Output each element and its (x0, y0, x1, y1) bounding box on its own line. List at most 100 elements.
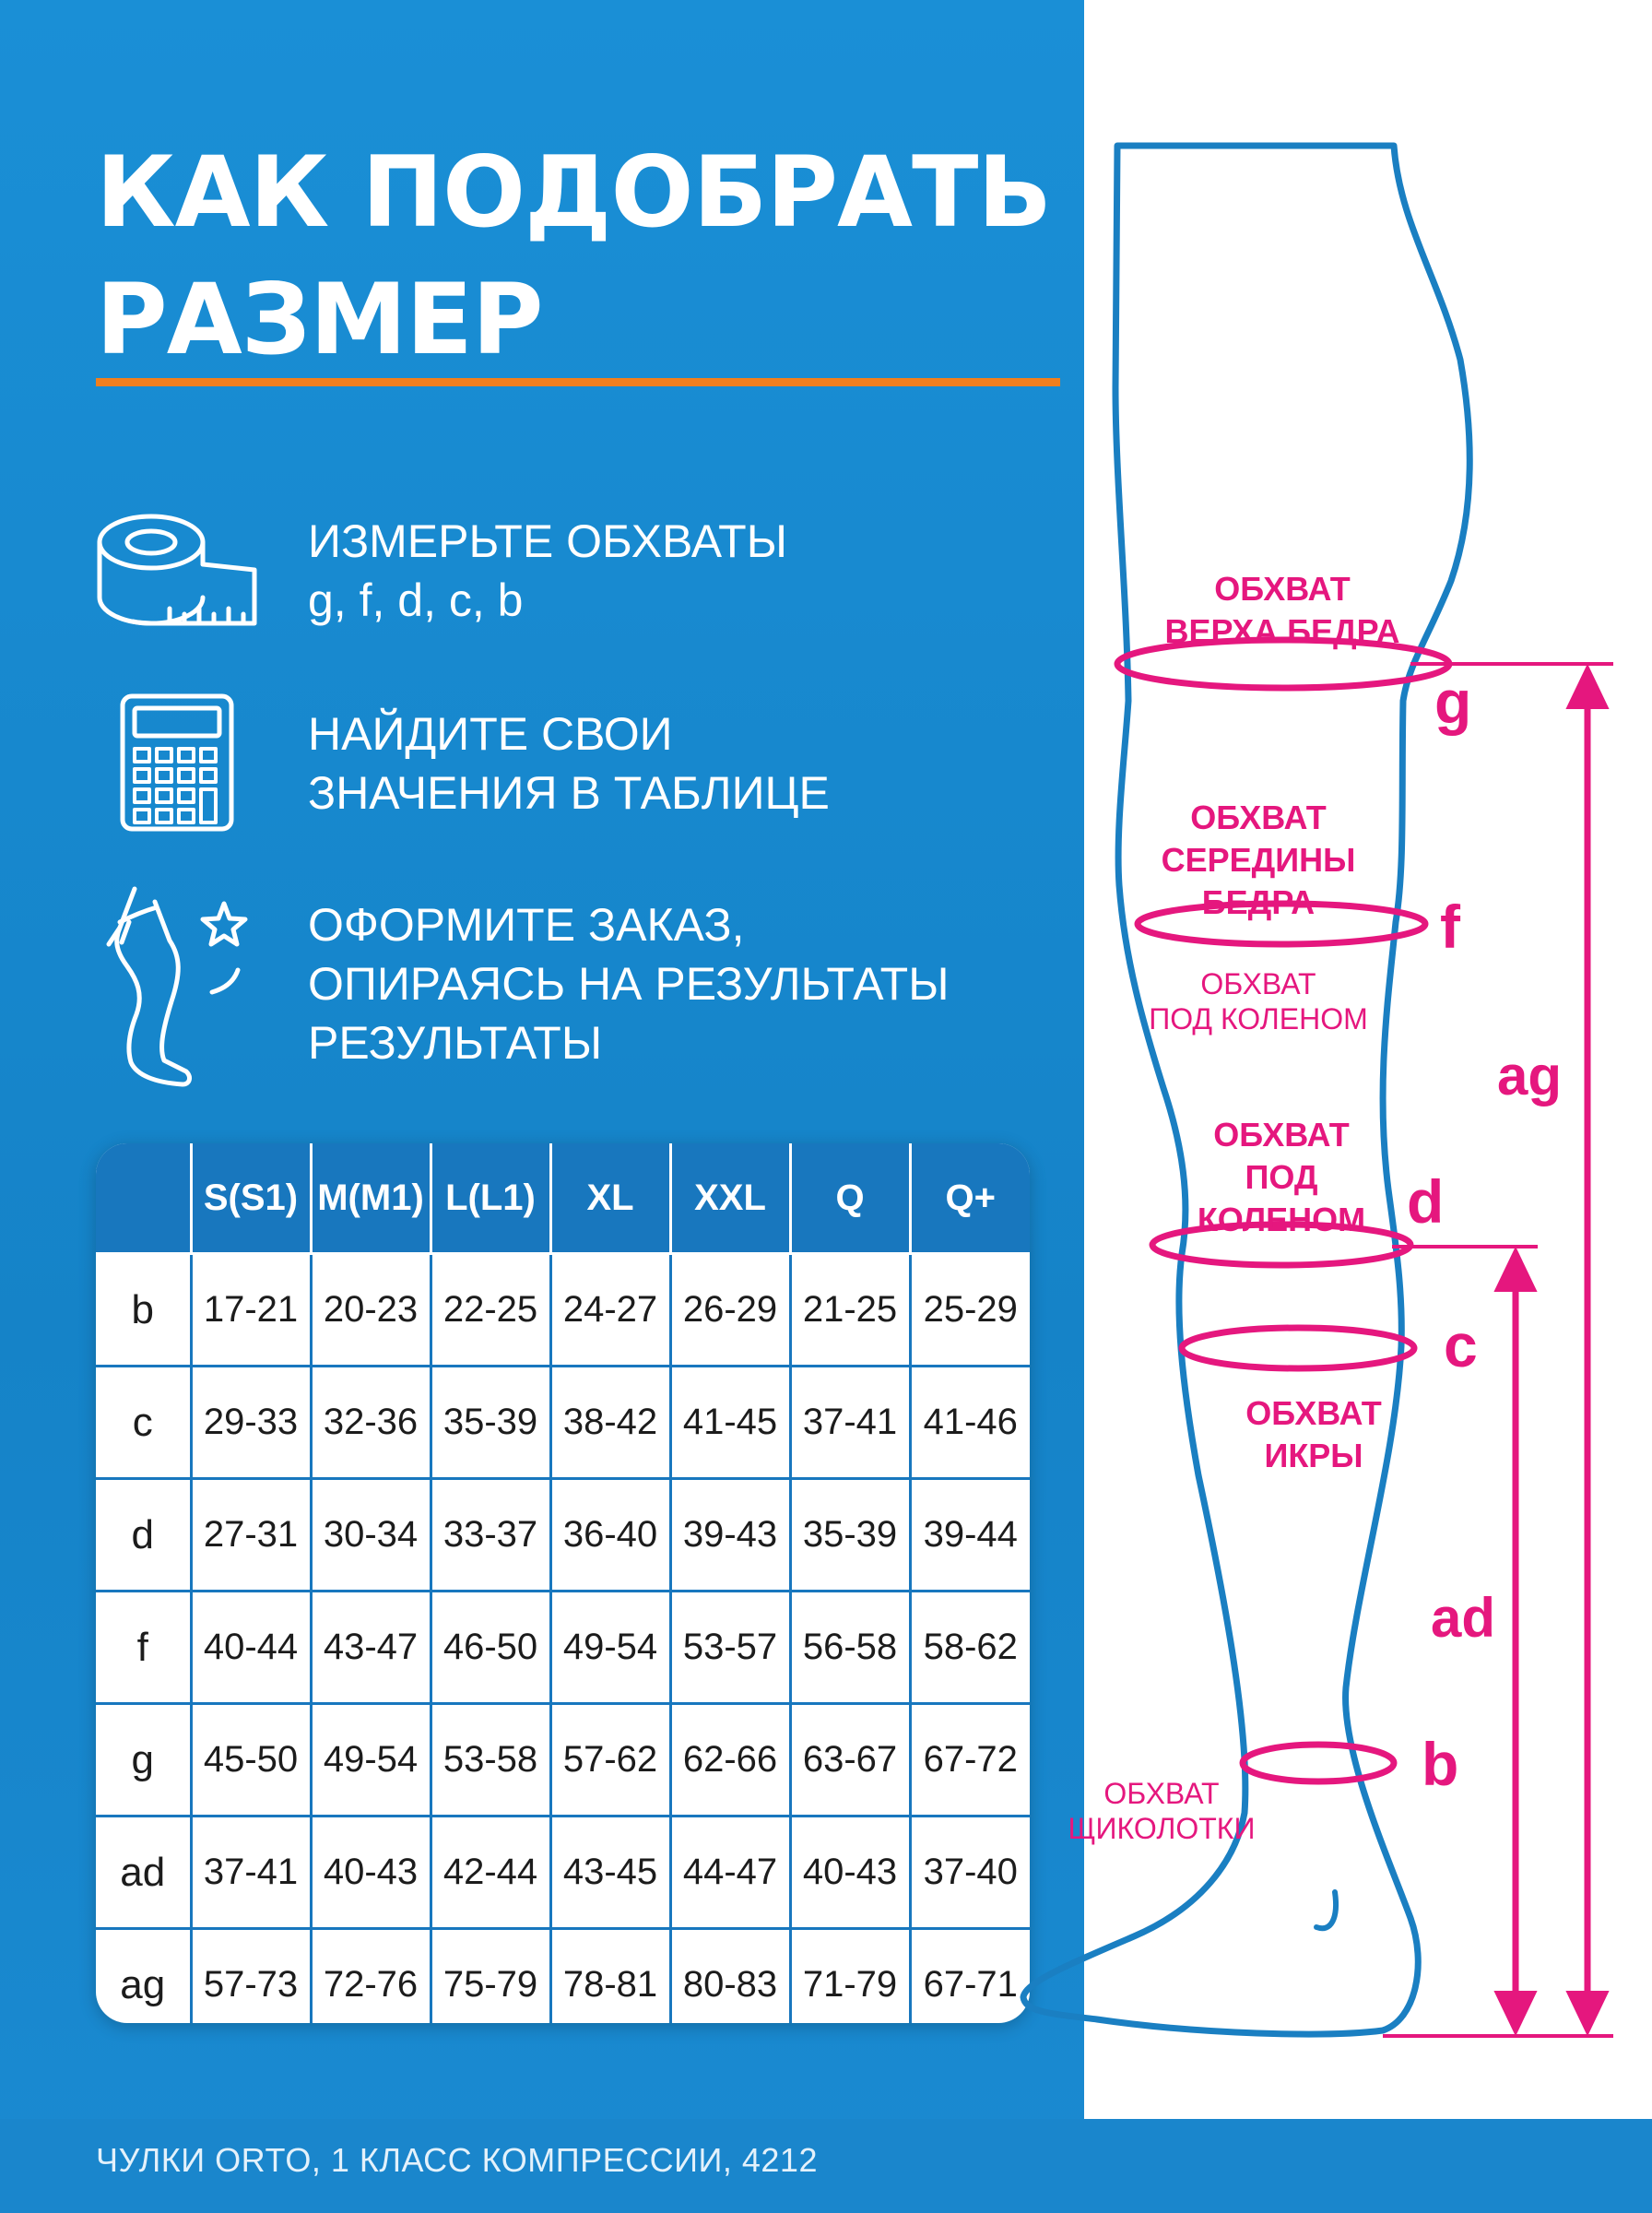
table-cell: 75-79 (431, 1928, 552, 2023)
title-line-2: РАЗМЕР (96, 263, 544, 376)
label-under-knee-small: ОБХВАТ ПОД КОЛЕНОМ (1143, 966, 1374, 1036)
row-label: ad (96, 1816, 193, 1930)
label-line: КОЛЕНОМ (1197, 1201, 1366, 1238)
table-cell: 67-72 (910, 1703, 1030, 1817)
label-line: СЕРЕДИНЫ (1161, 841, 1356, 879)
table-cell: 41-45 (670, 1366, 792, 1480)
row-label: d (96, 1478, 193, 1592)
row-label: ag (96, 1928, 193, 2023)
table-cell: 78-81 (550, 1928, 672, 2023)
table-cell: 29-33 (191, 1366, 313, 1480)
leg-outline (1020, 142, 1473, 2038)
diagram-panel-notch (1084, 1254, 1093, 1282)
table-header-row: S(S1) M(M1) L(L1) XL XXL Q Q+ (96, 1143, 1030, 1255)
girth-ring-c (1178, 1324, 1418, 1372)
table-cell: 35-39 (790, 1478, 912, 1592)
table-cell: 42-44 (431, 1816, 552, 1930)
label-line: ОБХВАТ (1245, 1394, 1382, 1432)
letter-ad: ad (1431, 1587, 1496, 1649)
table-cell: 33-37 (431, 1478, 552, 1592)
table-cell: 27-31 (191, 1478, 313, 1592)
table-cell: 21-25 (790, 1253, 912, 1367)
step-3-line-3: РЕЗУЛЬТАТЫ (308, 1017, 603, 1069)
footer-bar (0, 2119, 1652, 2213)
table-cell: 30-34 (311, 1478, 432, 1592)
table-cell: 26-29 (670, 1253, 792, 1367)
table-cell: 39-43 (670, 1478, 792, 1592)
table-row: g 45-50 49-54 53-58 57-62 62-66 63-67 67… (96, 1703, 1030, 1817)
table-cell: 40-44 (191, 1591, 313, 1705)
step-1-text: ИЗМЕРЬТЕ ОБХВАТЫ g, f, d, c, b (308, 512, 787, 630)
label-line: ОБХВАТ (1200, 967, 1316, 1000)
table-cell: 72-76 (311, 1928, 432, 2023)
table-cell: 49-54 (311, 1703, 432, 1817)
arrow-ag-head-bottom (1565, 1991, 1610, 2037)
header-size: XXL (670, 1143, 792, 1255)
header-size: XL (550, 1143, 672, 1255)
table-cell: 40-43 (790, 1816, 912, 1930)
step-1-line-2: g, f, d, c, b (308, 574, 524, 626)
table-cell: 41-46 (910, 1366, 1030, 1480)
title-underline (96, 378, 1060, 386)
header-size: S(S1) (191, 1143, 313, 1255)
table-cell: 57-73 (191, 1928, 313, 2023)
table-cell: 22-25 (431, 1253, 552, 1367)
row-label: c (96, 1366, 193, 1480)
table-cell: 39-44 (910, 1478, 1030, 1592)
girth-ring-f (1134, 900, 1429, 948)
step-3-line-2: ОПИРАЯСЬ НА РЕЗУЛЬТАТЫ (308, 958, 950, 1010)
arrow-ad-head-top (1493, 1246, 1538, 1292)
letter-b: b (1422, 1730, 1459, 1798)
diagram-panel (1084, 0, 1652, 2119)
label-calf-girth: ОБХВАТ ИКРЫ (1226, 1392, 1401, 1477)
girth-ring-b (1239, 1741, 1398, 1785)
header-size: Q+ (910, 1143, 1030, 1255)
label-line: ПОД КОЛЕНОМ (1149, 1002, 1368, 1035)
label-line: ОБХВАТ (1103, 1777, 1220, 1810)
step-2-text: НАЙДИТЕ СВОИ ЗНАЧЕНИЯ В ТАБЛИЦЕ (308, 704, 830, 822)
table-row: ag 57-73 72-76 75-79 78-81 80-83 71-79 6… (96, 1928, 1030, 2023)
label-line: БЕДРА (1201, 883, 1316, 921)
step-3-line-1: ОФОРМИТЕ ЗАКАЗ, (308, 899, 745, 951)
table-row: b 17-21 20-23 22-25 24-27 26-29 21-25 25… (96, 1253, 1030, 1367)
calculator-icon (120, 693, 234, 836)
table-row: d 27-31 30-34 33-37 36-40 39-43 35-39 39… (96, 1478, 1030, 1592)
label-line: ПОД (1245, 1158, 1318, 1196)
label-line: ОБХВАТ (1213, 1116, 1350, 1154)
table-row: c 29-33 32-36 35-39 38-42 41-45 37-41 41… (96, 1366, 1030, 1480)
table-cell: 53-58 (431, 1703, 552, 1817)
row-label: g (96, 1703, 193, 1817)
table-cell: 62-66 (670, 1703, 792, 1817)
table-row: ad 37-41 40-43 42-44 43-45 44-47 40-43 3… (96, 1816, 1030, 1930)
letter-g: g (1434, 668, 1472, 736)
footer-text: ЧУЛКИ ORTO, 1 КЛАСС КОМПРЕССИИ, 4212 (96, 2141, 818, 2179)
step-3-text: ОФОРМИТЕ ЗАКАЗ, ОПИРАЯСЬ НА РЕЗУЛЬТАТЫ Р… (308, 895, 949, 1072)
table-cell: 17-21 (191, 1253, 313, 1367)
table-cell: 35-39 (431, 1366, 552, 1480)
title-line-1: КАК ПОДОБРАТЬ (96, 136, 1052, 249)
label-under-knee-girth: ОБХВАТ ПОД КОЛЕНОМ (1171, 1114, 1392, 1241)
table-cell: 56-58 (790, 1591, 912, 1705)
letter-f: f (1440, 893, 1460, 961)
step-2-line-2: ЗНАЧЕНИЯ В ТАБЛИЦЕ (308, 767, 830, 819)
label-line: ИКРЫ (1264, 1437, 1363, 1474)
table-cell: 46-50 (431, 1591, 552, 1705)
leg-star-icon (100, 885, 256, 1093)
header-size: M(M1) (311, 1143, 432, 1255)
page-title: КАК ПОДОБРАТЬ РАЗМЕР (96, 129, 1052, 384)
leg-diagram (1020, 142, 1613, 2038)
table-cell: 32-36 (311, 1366, 432, 1480)
label-line: ВЕРХА БЕДРА (1164, 612, 1400, 650)
table-cell: 38-42 (550, 1366, 672, 1480)
table-cell: 37-40 (910, 1816, 1030, 1930)
letter-d: d (1407, 1167, 1445, 1236)
header-size: Q (790, 1143, 912, 1255)
table-cell: 49-54 (550, 1591, 672, 1705)
row-label: b (96, 1253, 193, 1367)
table-cell: 67-71 (923, 1964, 1018, 2005)
label-thigh-mid-girth: ОБХВАТ СЕРЕДИНЫ БЕДРА (1143, 797, 1374, 924)
table-cell: 57-62 (550, 1703, 672, 1817)
size-table: S(S1) M(M1) L(L1) XL XXL Q Q+ b 17-21 20… (96, 1143, 1030, 2023)
header-corner (96, 1143, 193, 1255)
table-cell: 40-43 (311, 1816, 432, 1930)
